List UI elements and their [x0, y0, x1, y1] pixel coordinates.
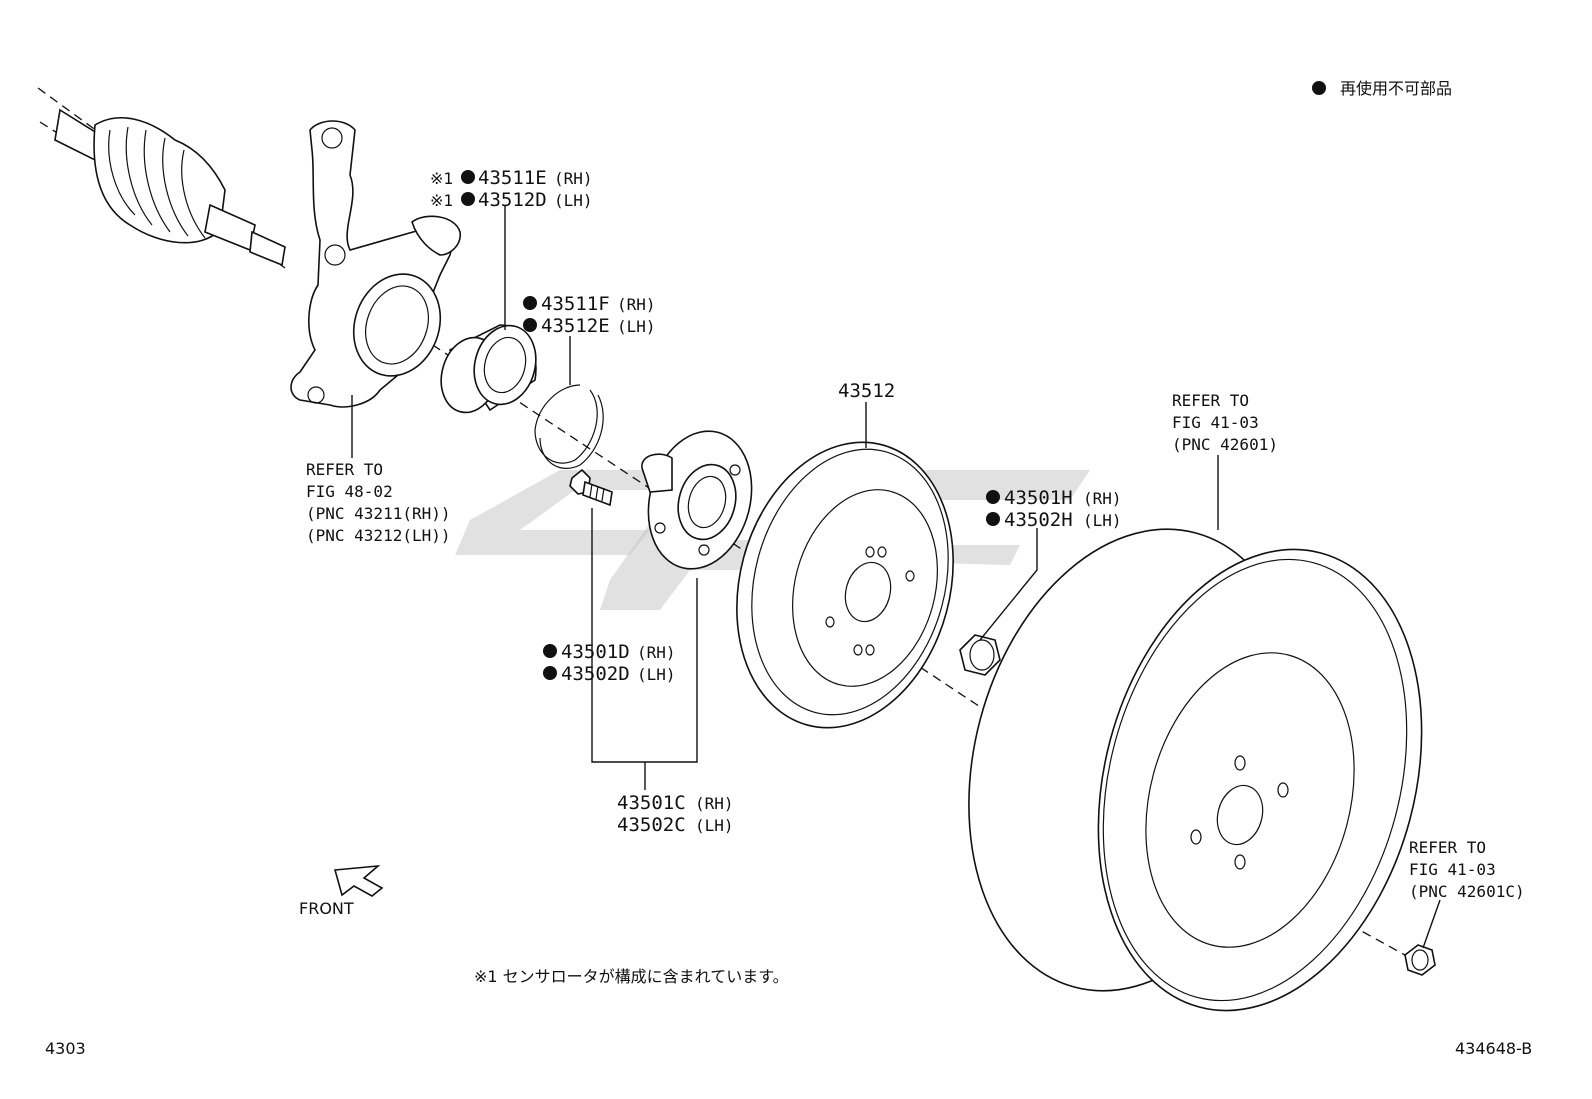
steering-knuckle	[290, 120, 461, 408]
bolt-rh-side: (RH)	[637, 643, 676, 662]
knuckle-ref-line: REFER TO	[306, 460, 383, 479]
front-label: FRONT	[299, 899, 354, 918]
wheel-nut	[1404, 944, 1436, 976]
snapring-rh-side: (RH)	[617, 295, 656, 314]
non-reusable-bullet-icon	[986, 490, 1000, 504]
bearing-rh-side: (RH)	[554, 169, 593, 188]
callout-hub-bolt: 43501D (RH) 43502D (LH)	[543, 641, 676, 685]
callout-hub-nut: 43501H (RH) 43502H (LH)	[986, 487, 1122, 531]
hub-rh-side: (RH)	[695, 794, 734, 813]
nut-rh-pnc: 43501H	[1004, 487, 1073, 509]
non-reusable-bullet-icon	[986, 512, 1000, 526]
bearing-rh-pnc: 43511E	[478, 167, 547, 189]
wheel-ref-line: (PNC 42601)	[1172, 435, 1278, 454]
snap-ring	[534, 384, 604, 469]
wheel-ref-line: REFER TO	[1172, 391, 1249, 410]
drive-shaft	[54, 108, 286, 267]
hub-nut	[959, 634, 1001, 676]
knuckle-ref-line: (PNC 43211(RH))	[306, 504, 451, 523]
snapring-lh-side: (LH)	[617, 317, 656, 336]
callout-wheel-ref: REFER TO FIG 41-03 (PNC 42601)	[1172, 391, 1278, 454]
non-reusable-bullet-icon	[523, 318, 537, 332]
bolt-lh-side: (LH)	[637, 665, 676, 684]
footnote: ※1 センサロータが構成に含まれています。	[474, 967, 789, 986]
leader-lines	[351, 205, 1441, 949]
front-arrow-icon	[333, 864, 384, 897]
wheel-ref-line: FIG 41-03	[1172, 413, 1259, 432]
nut-lh-pnc: 43502H	[1004, 509, 1073, 531]
wheelnut-ref-line: FIG 41-03	[1409, 860, 1496, 879]
callout-snap-ring: 43511F (RH) 43512E (LH)	[523, 293, 656, 337]
figure-code: 434648-B	[1455, 1039, 1532, 1058]
hub-lh-pnc: 43502C	[617, 814, 686, 836]
bearing-lh-pnc: 43512D	[478, 189, 547, 211]
non-reusable-bullet-icon	[461, 192, 475, 206]
knuckle-ref-line: FIG 48-02	[306, 482, 393, 501]
nut-lh-side: (LH)	[1083, 511, 1122, 530]
wheelnut-ref-line: (PNC 42601C)	[1409, 882, 1525, 901]
non-reusable-bullet-icon	[543, 644, 557, 658]
wheel	[968, 528, 1423, 1012]
snapring-rh-pnc: 43511F	[541, 293, 610, 315]
bearing-note-mark: ※1	[430, 169, 453, 188]
legend-text: 再使用不可部品	[1340, 79, 1452, 98]
callout-axle-hub: 43501C (RH) 43502C (LH)	[617, 792, 734, 836]
disc-pnc: 43512	[838, 380, 895, 402]
hub-lh-side: (LH)	[695, 816, 734, 835]
non-reusable-bullet-icon	[461, 170, 475, 184]
bolt-lh-pnc: 43502D	[561, 663, 630, 685]
nut-rh-side: (RH)	[1083, 489, 1122, 508]
wheelnut-ref-line: REFER TO	[1409, 838, 1486, 857]
non-reusable-bullet-icon	[523, 296, 537, 310]
page-number: 4303	[45, 1039, 86, 1058]
bearing-lh-side: (LH)	[554, 191, 593, 210]
non-reusable-bullet-icon	[543, 666, 557, 680]
callout-knuckle-ref: REFER TO FIG 48-02 (PNC 43211(RH)) (PNC …	[306, 460, 451, 545]
bearing-note-mark: ※1	[430, 191, 453, 210]
legend: 再使用不可部品	[1312, 79, 1452, 98]
callout-wheel-nut-ref: REFER TO FIG 41-03 (PNC 42601C)	[1409, 838, 1525, 901]
bolt-rh-pnc: 43501D	[561, 641, 630, 663]
brake-disc	[736, 441, 954, 729]
hub-bearing	[440, 324, 537, 414]
hub-rh-pnc: 43501C	[617, 792, 686, 814]
axle-hub	[641, 430, 753, 570]
non-reusable-bullet-icon	[1312, 81, 1326, 95]
hub-bolt	[569, 468, 613, 507]
snapring-lh-pnc: 43512E	[541, 315, 610, 337]
callout-bearing: ※1 43511E (RH) ※1 43512D (LH)	[430, 167, 593, 211]
knuckle-ref-line: (PNC 43212(LH))	[306, 526, 451, 545]
